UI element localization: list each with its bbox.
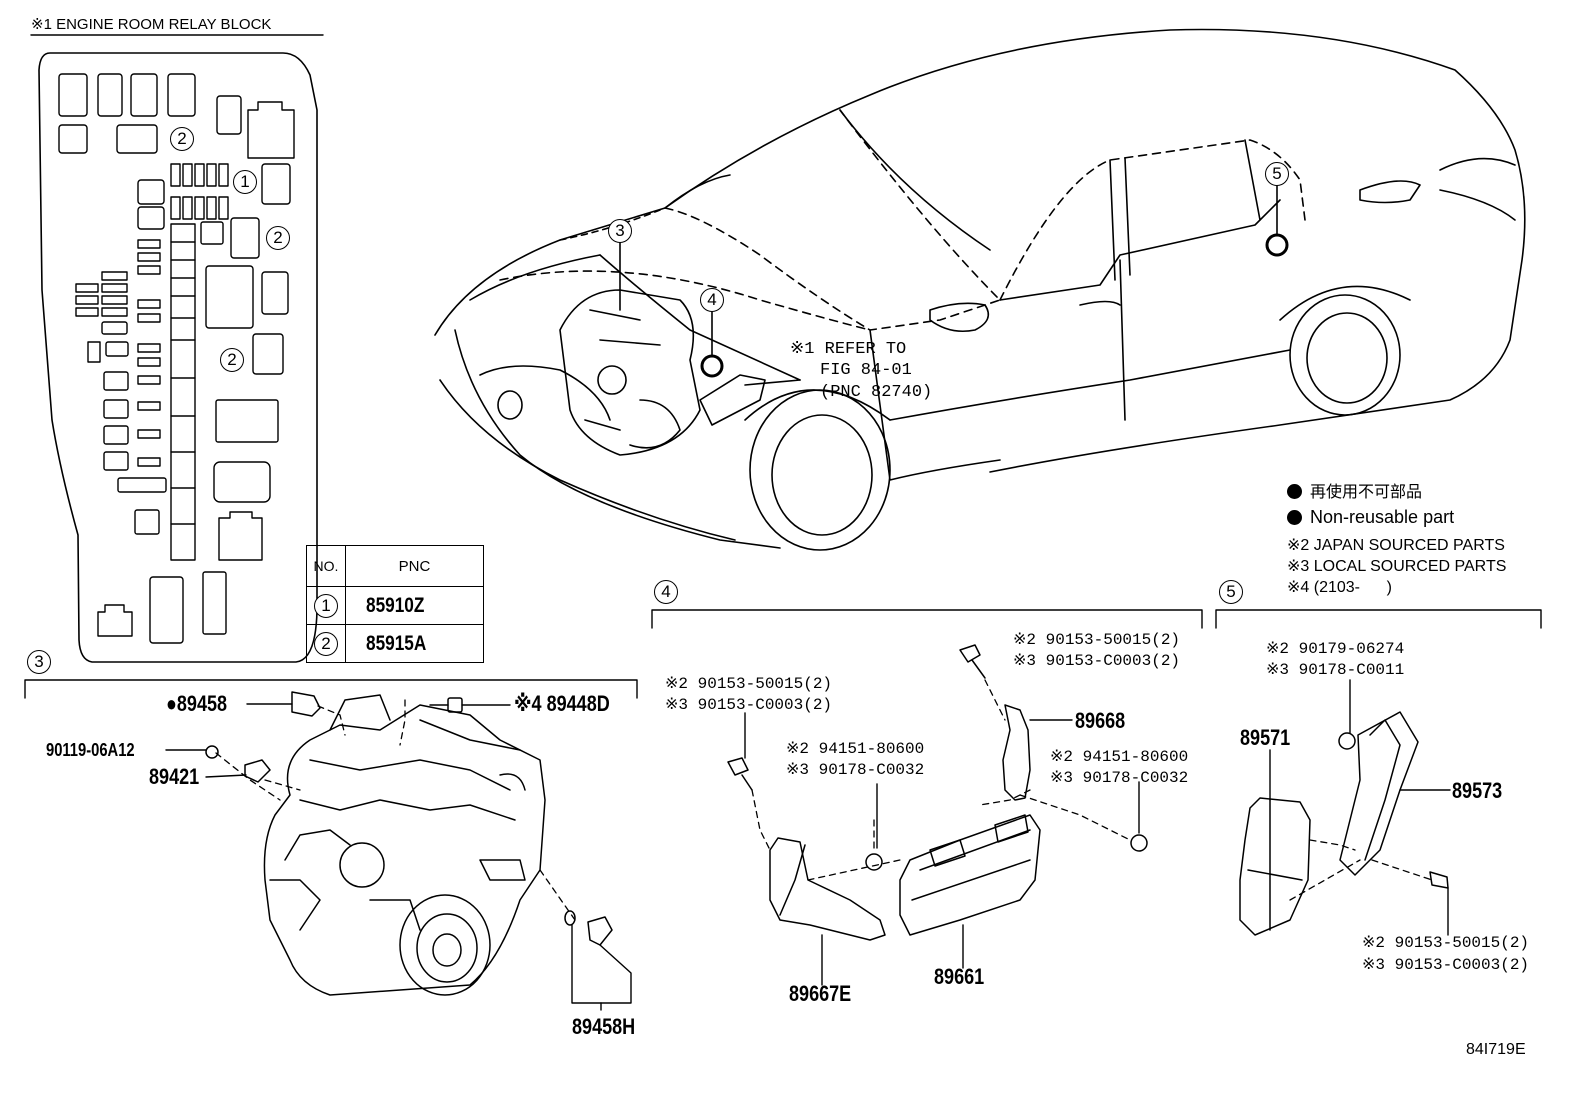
label-90119: 90119-06A12	[46, 740, 135, 760]
section3-parts	[205, 691, 613, 946]
pnc-table: NO. PNC 1 85910Z 2 85915A	[306, 545, 484, 663]
legend-jp-text: 再使用不可部品	[1310, 484, 1423, 501]
section5-number: 5	[1219, 580, 1243, 604]
legend-en-text: Non-reusable part	[1310, 507, 1455, 527]
pnc-header-pnc: PNC	[345, 545, 484, 587]
label-89421: 89421	[149, 764, 200, 789]
label-89668: 89668	[1075, 708, 1126, 733]
refer-line-3: (PNC 82740)	[820, 383, 933, 402]
legend-en: Non-reusable part	[1287, 508, 1454, 526]
label-89667e: 89667E	[789, 981, 852, 1006]
section3-number: 3	[27, 650, 51, 674]
pnc-row2-no: 2	[314, 631, 338, 656]
label-s5-bolt-3: ※3 90153-C0003(2)	[1362, 956, 1530, 974]
label-nut-right-3: ※3 90178-C0032	[1050, 769, 1189, 787]
pnc-row1-value: 85910Z	[366, 593, 425, 617]
label-89458h: 89458H	[572, 1014, 636, 1039]
relay-callout-1: 1	[233, 170, 257, 194]
relay-block-title: ※1 ENGINE ROOM RELAY BLOCK	[31, 16, 272, 33]
pnc-row2-value: 85915A	[366, 631, 427, 655]
label-bolt-left-3: ※3 90153-C0003(2)	[665, 696, 833, 714]
label-89661: 89661	[934, 964, 985, 989]
legend-note4: ※4 (2103- )	[1287, 579, 1392, 596]
legend-jp: 再使用不可部品	[1287, 484, 1422, 501]
relay-block-fuses	[58, 73, 295, 644]
label-s5-nut-2: ※2 90179-06274	[1266, 640, 1405, 658]
label-bolt-top-2: ※2 90153-50015(2)	[1013, 631, 1181, 649]
legend-note2: ※2 JAPAN SOURCED PARTS	[1287, 537, 1505, 554]
section4-number: 4	[654, 580, 678, 604]
vehicle-callout-4: 4	[700, 288, 724, 312]
label-s5-nut-3: ※3 90178-C0011	[1266, 661, 1405, 679]
relay-callout-2c: 2	[220, 348, 244, 372]
section4-parts	[727, 644, 1148, 941]
label-nut-left-2: ※2 94151-80600	[786, 740, 925, 758]
label-89458: ●89458	[166, 691, 228, 716]
label-nut-left-3: ※3 90178-C0032	[786, 761, 925, 779]
pnc-header-no: NO.	[306, 545, 346, 587]
label-bolt-top-3: ※3 90153-C0003(2)	[1013, 652, 1181, 670]
label-nut-right-2: ※2 94151-80600	[1050, 748, 1189, 766]
label-89571: 89571	[1240, 725, 1291, 750]
relay-block-outline	[38, 52, 318, 663]
legend-note3: ※3 LOCAL SOURCED PARTS	[1287, 558, 1507, 575]
pnc-row2-no-cell: 2	[306, 624, 346, 663]
pnc-row2-cell: 85915A	[345, 624, 484, 663]
relay-callout-2b: 2	[266, 226, 290, 250]
label-bolt-left-2: ※2 90153-50015(2)	[665, 675, 833, 693]
vehicle-drawing	[434, 28, 1526, 551]
vehicle-callout-5: 5	[1265, 162, 1289, 186]
refer-line-2: FIG 84-01	[820, 361, 912, 380]
pnc-row1-cell: 85910Z	[345, 586, 484, 625]
refer-line-1: ※1 REFER TO	[790, 340, 907, 359]
pnc-row1-no-cell: 1	[306, 586, 346, 625]
section5-parts	[1239, 711, 1449, 936]
bullet-icon	[1287, 484, 1302, 499]
vehicle-callout-3: 3	[608, 219, 632, 243]
bullet-icon	[1287, 510, 1302, 525]
relay-callout-2a: 2	[170, 127, 194, 151]
pnc-row1-no: 1	[314, 593, 338, 618]
figure-id: 84I719E	[1466, 1041, 1526, 1058]
engine-drawing	[263, 694, 546, 996]
label-89573: 89573	[1452, 778, 1503, 803]
label-s5-bolt-2: ※2 90153-50015(2)	[1362, 934, 1530, 952]
label-89448d: ※4 89448D	[514, 691, 610, 716]
